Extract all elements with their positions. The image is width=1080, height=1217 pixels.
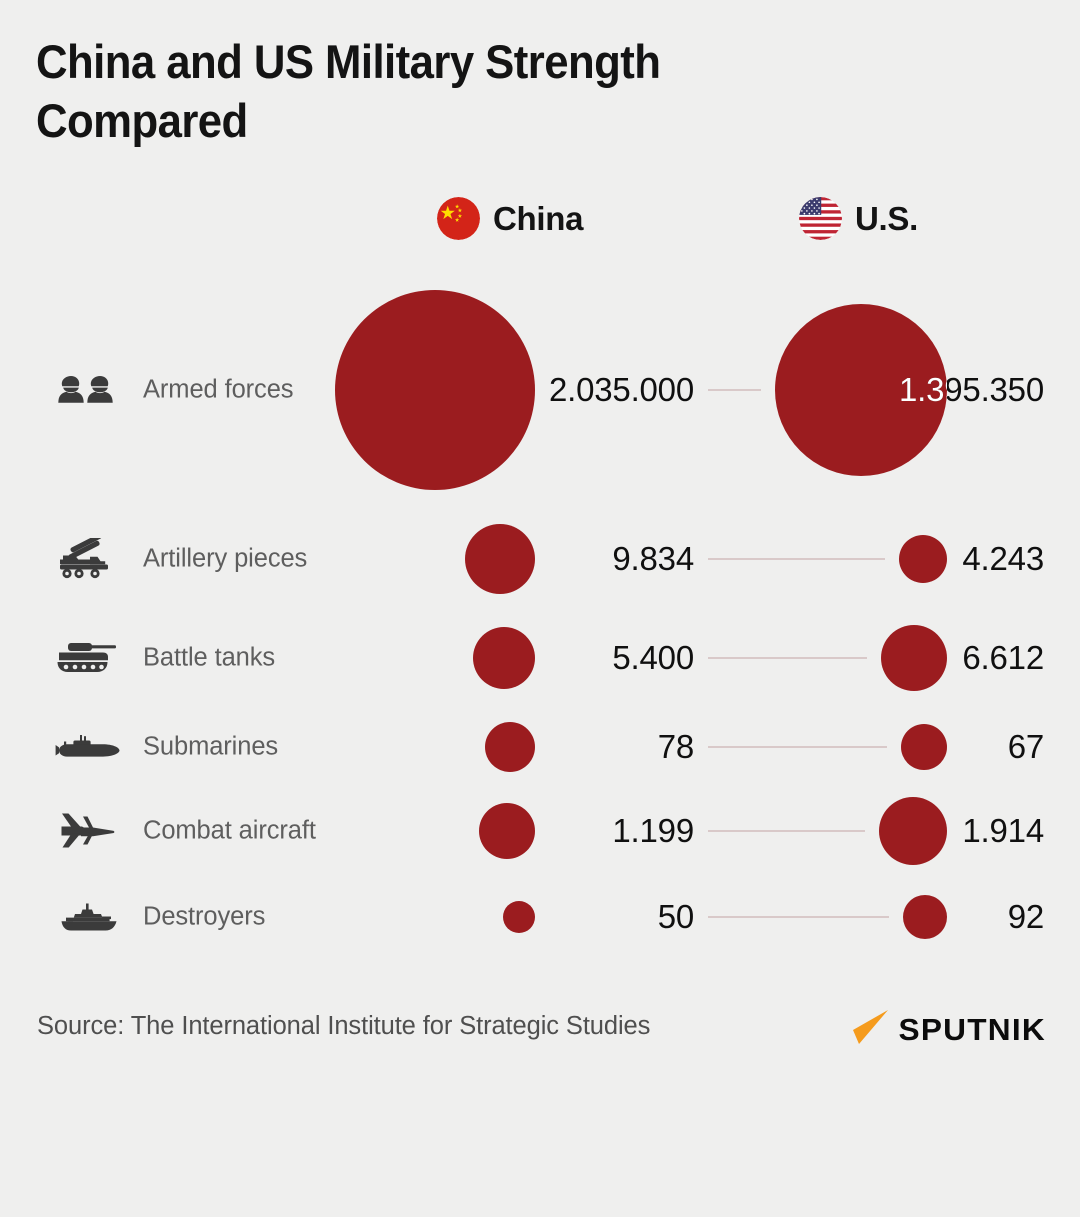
value-label-us-on-bubble: 92 <box>903 717 947 1217</box>
value-label-us: 4.243 <box>962 540 1044 577</box>
submarine-icon <box>52 724 124 770</box>
infographic-root: China and US Military Strength Compared … <box>36 35 1045 1052</box>
value-label-us: 92 <box>1007 898 1045 935</box>
column-header-us: U.S. <box>799 197 918 240</box>
warship-icon <box>52 894 124 940</box>
value-label-china: 1.199 <box>612 812 694 849</box>
value-label-china: 5.400 <box>612 639 694 676</box>
row-connector-line <box>708 916 889 918</box>
metric-label: Armed forces <box>143 375 294 404</box>
jet-icon <box>52 808 124 854</box>
column-header-china: China <box>437 197 583 240</box>
value-label-us-on-bubble: 6.612 <box>881 458 947 958</box>
value-label-us: 6.612 <box>962 639 1044 676</box>
value-bubble-china <box>473 627 535 689</box>
rocket-launcher-icon <box>52 536 124 582</box>
us-flag-icon <box>799 197 842 240</box>
sputnik-logo: SPUTNIK <box>850 1007 1044 1052</box>
value-label-china-on-bubble: 1.199 <box>479 631 535 1131</box>
metric-label: Submarines <box>143 732 279 761</box>
value-label-us-on-bubble: 1.914 <box>879 631 947 1131</box>
tank-icon <box>52 635 124 681</box>
metric-label: Combat aircraft <box>143 816 316 845</box>
value-bubble-us <box>881 625 947 691</box>
sputnik-arrow-icon <box>850 1007 890 1052</box>
value-label-china: 78 <box>657 728 695 765</box>
metric-label: Destroyers <box>143 902 266 931</box>
row-connector-line <box>708 389 761 391</box>
row-connector-line <box>708 830 865 832</box>
column-header-china-label: China <box>493 199 584 237</box>
source-note: Source: The International Institute for … <box>37 1012 651 1040</box>
value-bubble-us <box>901 724 947 770</box>
sputnik-wordmark: SPUTNIK <box>898 1011 1046 1047</box>
column-header-us-label: U.S. <box>855 199 918 237</box>
metric-label: Artillery pieces <box>143 544 308 573</box>
value-bubble-us <box>903 895 947 939</box>
value-label-china: 2.035.000 <box>548 371 694 408</box>
value-bubble-china <box>503 901 535 933</box>
row-connector-line <box>708 558 885 560</box>
value-label-china-on-bubble: 78 <box>485 547 535 1047</box>
value-bubble-china <box>479 803 535 859</box>
value-label-us: 1.914 <box>962 812 1044 849</box>
value-bubble-china <box>335 290 535 490</box>
value-label-china: 50 <box>657 898 695 935</box>
row-connector-line <box>708 657 867 659</box>
value-label-us: 1.395.350 <box>898 371 1044 408</box>
value-bubble-china <box>465 524 535 594</box>
value-bubble-us <box>899 535 947 583</box>
metric-label: Battle tanks <box>143 643 276 672</box>
value-label-china-on-bubble: 50 <box>503 717 535 1217</box>
value-label-us: 67 <box>1007 728 1045 765</box>
value-label-china: 9.834 <box>612 540 694 577</box>
row-connector-line <box>708 746 887 748</box>
value-bubble-us <box>879 797 947 865</box>
value-bubble-us <box>775 304 947 476</box>
value-bubble-china <box>485 722 535 772</box>
page-title: China and US Military Strength Compared <box>36 35 661 148</box>
soldiers-icon <box>52 367 124 413</box>
china-flag-icon <box>437 197 480 240</box>
